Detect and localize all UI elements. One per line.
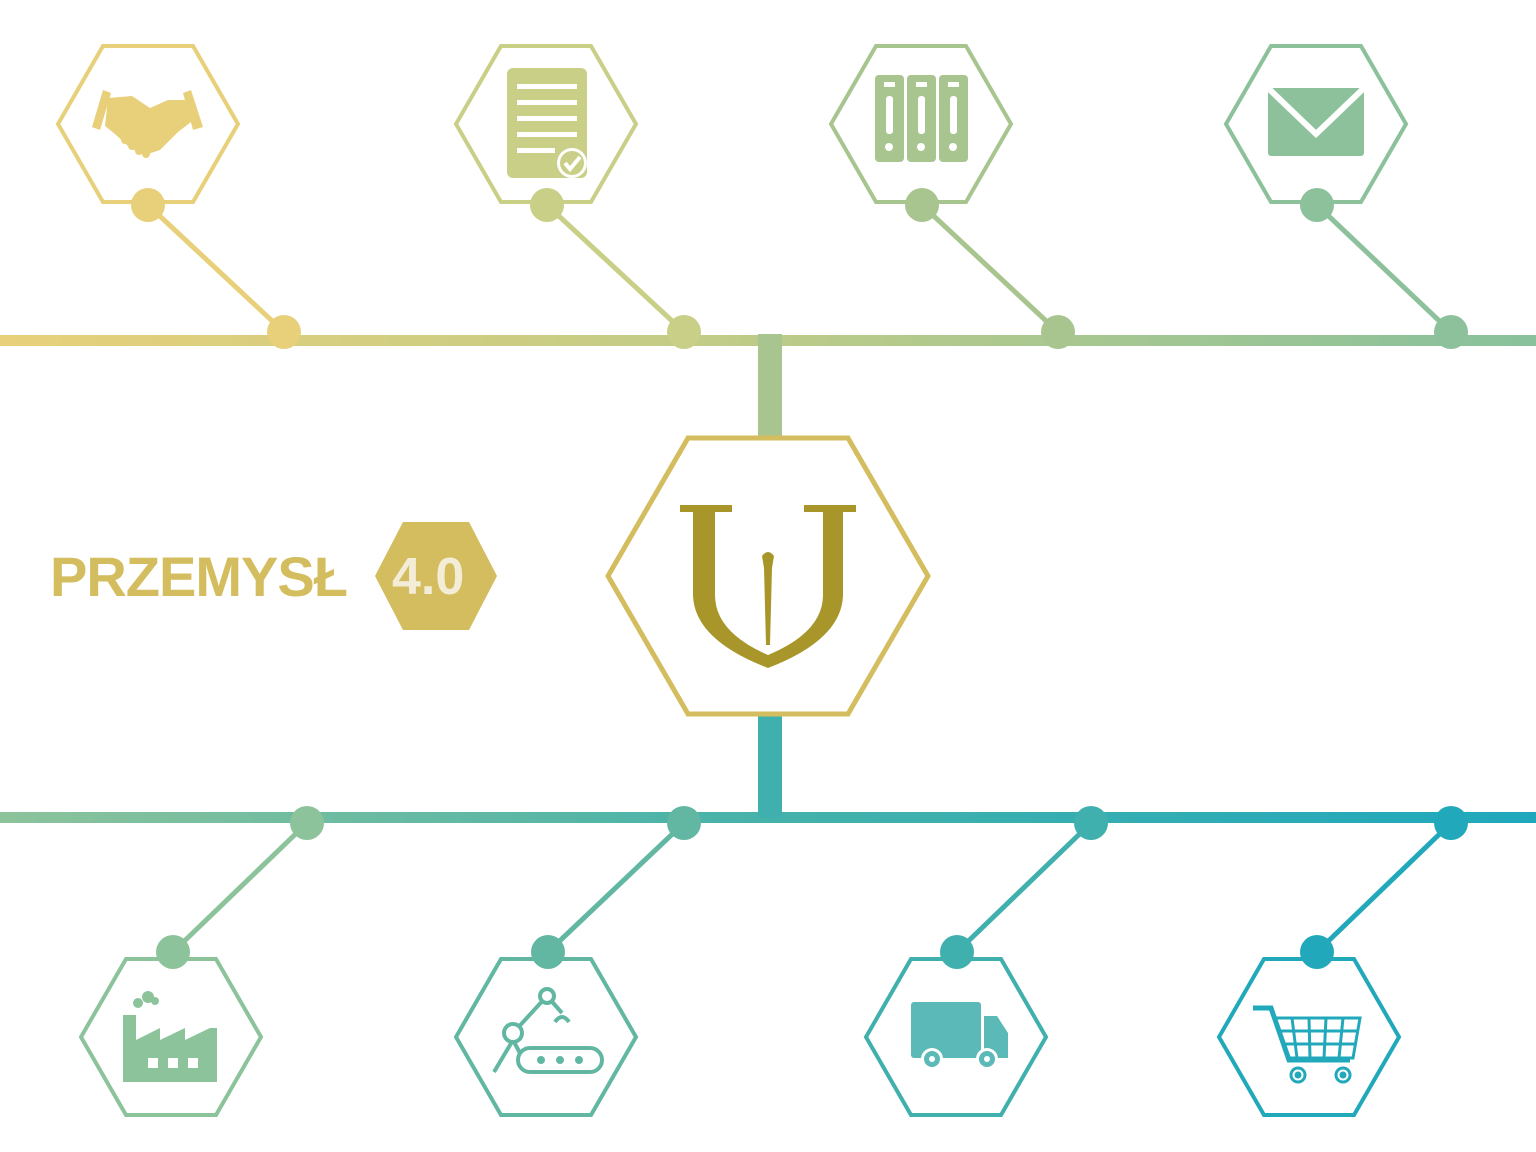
center-logo-node: [605, 435, 931, 717]
top-connector: [758, 334, 782, 440]
version-badge: 4.0: [392, 548, 465, 606]
bottom-node-cart[interactable]: [1216, 806, 1468, 1117]
top-node-envelope[interactable]: [1223, 44, 1468, 349]
page-title: PRZEMYSŁ: [50, 545, 348, 608]
bottom-node-robot-arm[interactable]: [453, 806, 701, 1117]
delivery-truck-icon: [911, 1002, 1008, 1070]
version-badge-shape: [375, 522, 497, 630]
trident-logo-icon: [680, 505, 856, 668]
handshake-icon: [92, 90, 203, 158]
shopping-cart-icon: [1253, 1005, 1362, 1084]
checked-document-icon: [507, 68, 587, 178]
factory-icon: [123, 991, 217, 1082]
bottom-node-truck[interactable]: [863, 806, 1108, 1117]
top-node-binders[interactable]: [828, 44, 1075, 349]
bottom-node-factory[interactable]: [78, 806, 324, 1117]
top-node-document[interactable]: [453, 44, 701, 349]
top-node-handshake[interactable]: [55, 44, 301, 349]
bottom-connector: [758, 710, 782, 818]
robotic-arm-conveyor-icon: [492, 987, 604, 1074]
binders-icon: [875, 75, 968, 162]
envelope-icon: [1265, 85, 1367, 156]
